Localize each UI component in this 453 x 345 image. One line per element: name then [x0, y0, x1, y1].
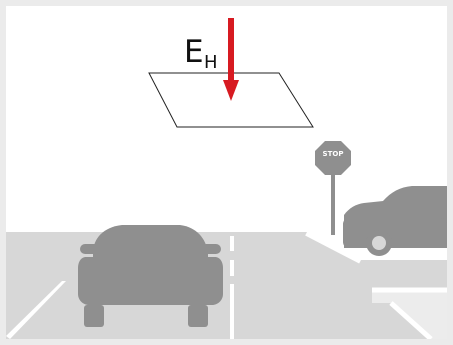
illuminance-arrow-shaft: [228, 18, 234, 82]
illuminance-subscript: H: [204, 52, 218, 73]
side-car: [343, 186, 447, 256]
stop-sign: [315, 141, 351, 175]
stop-sign-text: STOP: [323, 150, 344, 158]
illuminance-symbol: E: [184, 34, 204, 70]
illuminance-diagram: STOP E H: [6, 6, 447, 339]
